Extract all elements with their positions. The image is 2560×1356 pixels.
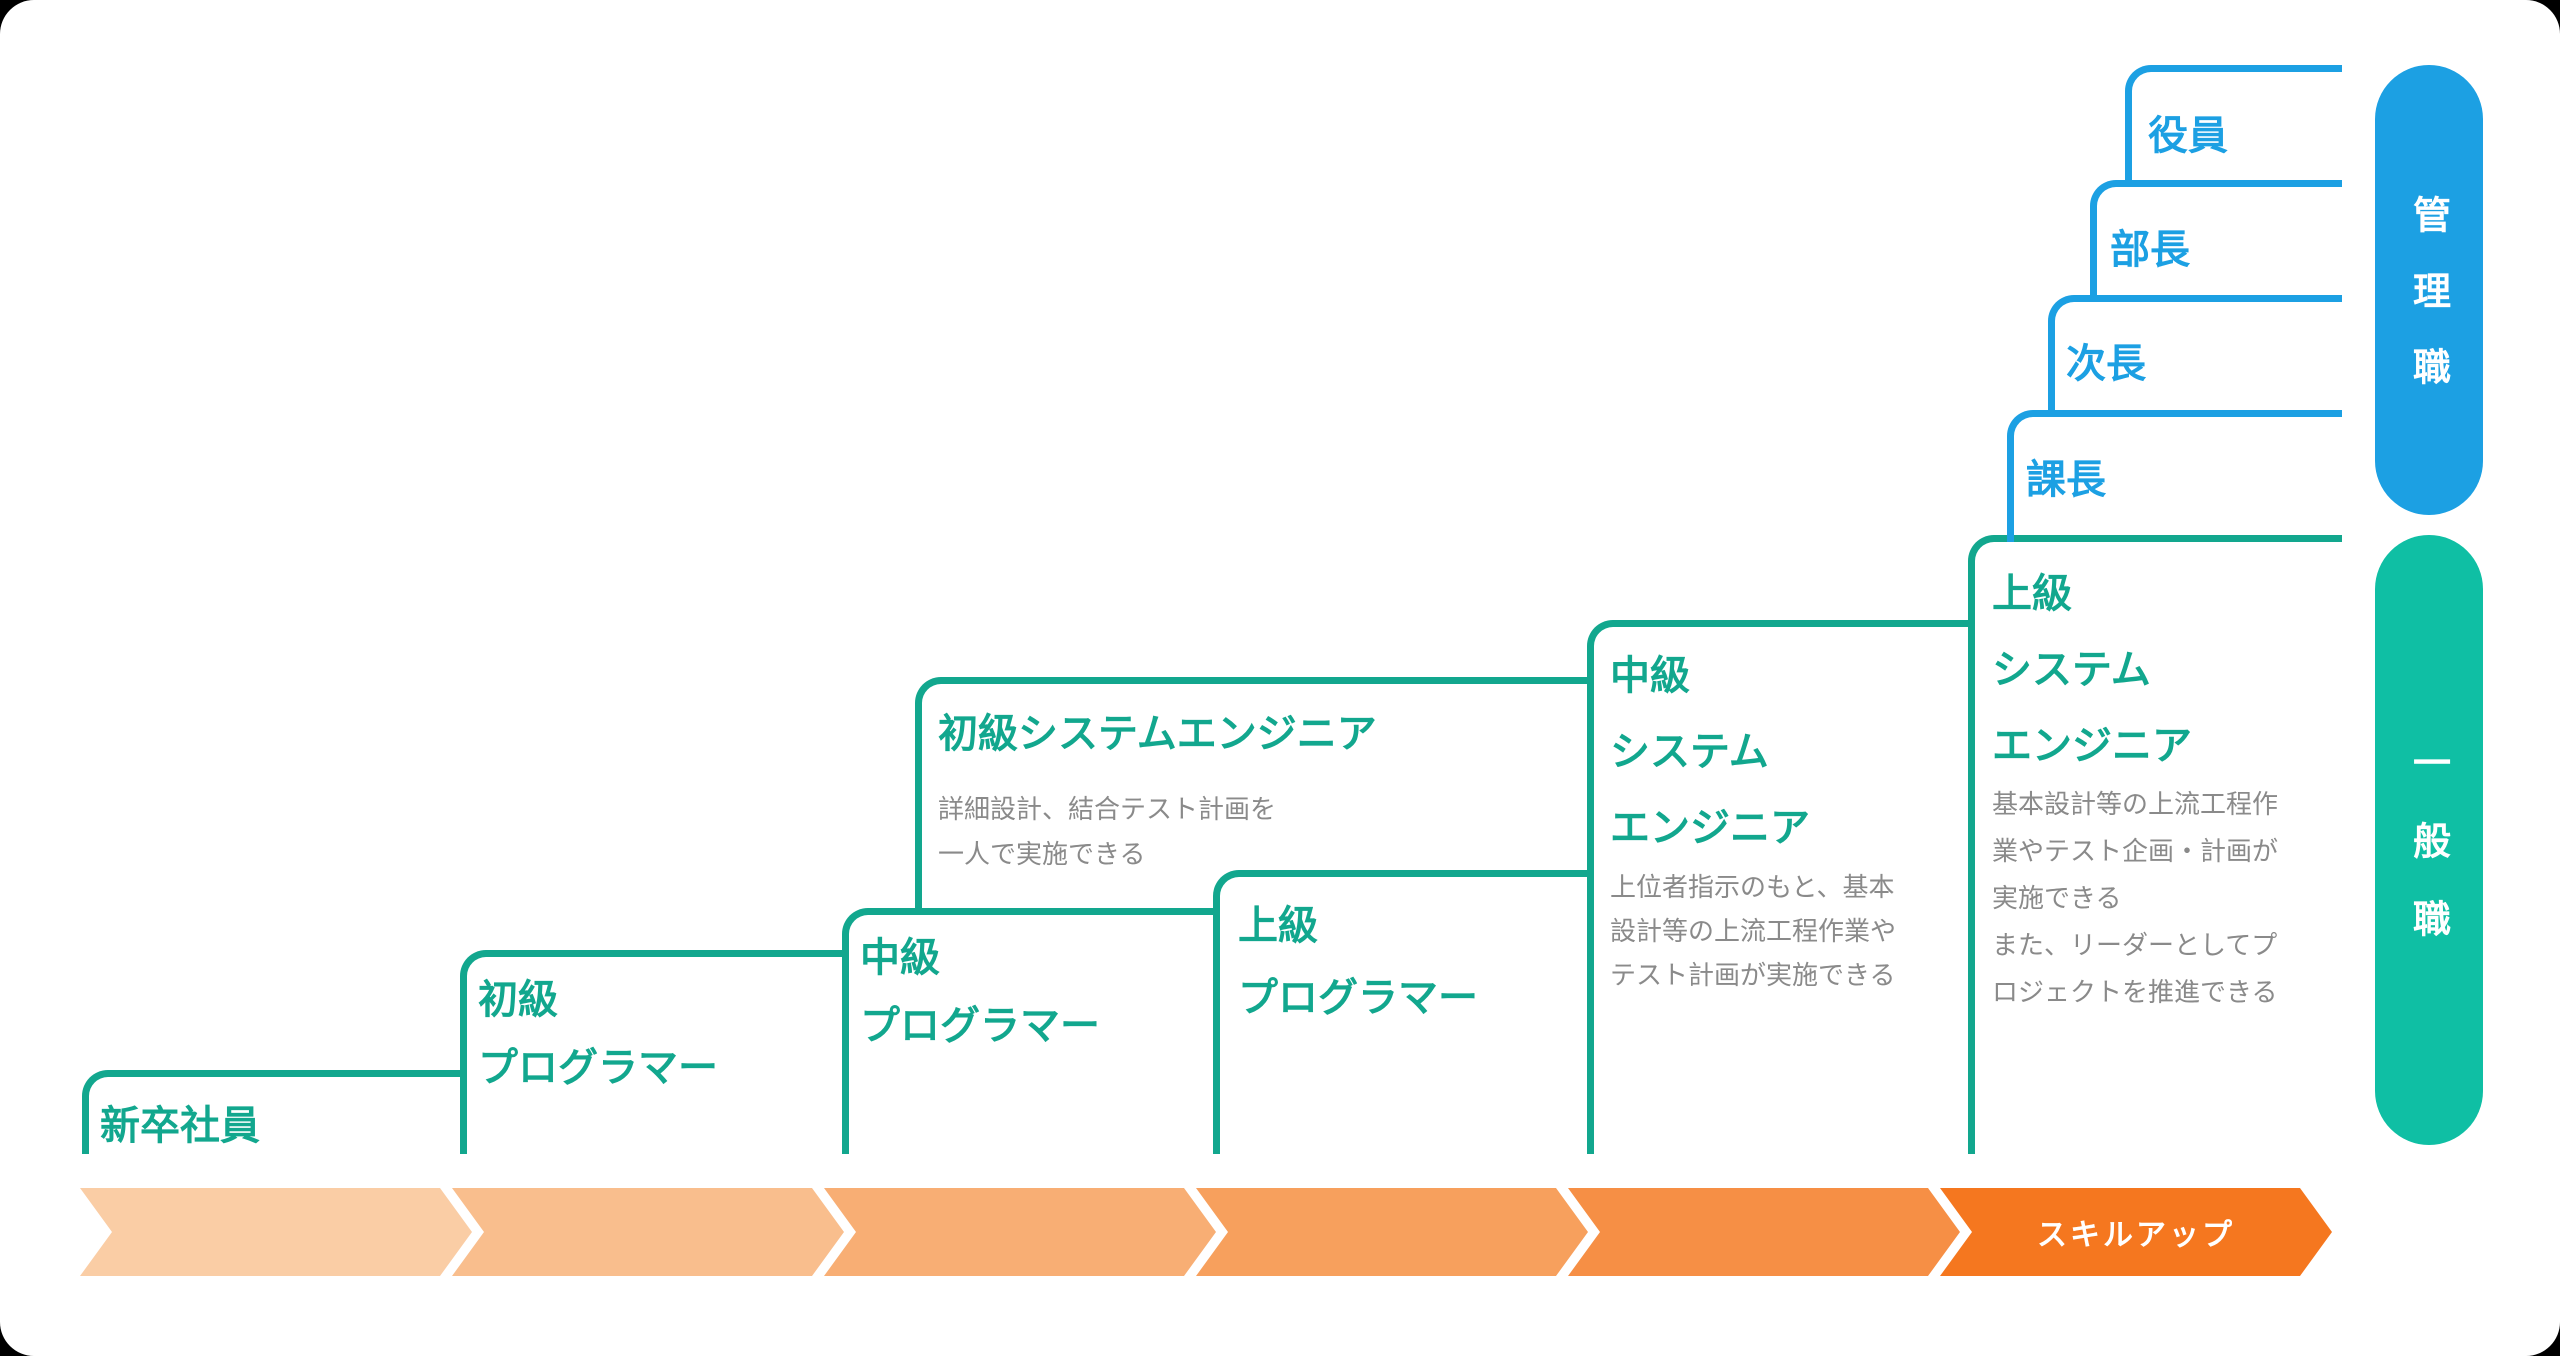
step-box-shinsotsu-shain (82, 1070, 467, 1154)
step-box-jicho (2048, 295, 2342, 417)
management-track-pill: 管理職 (2375, 65, 2483, 515)
skillup-arrow-segment-1 (80, 1188, 472, 1276)
step-desc-senior-system-engineer: 基本設計等の上流工程作 業やテスト企画・計画が 実施できる また、リーダーとして… (1992, 790, 2279, 1008)
skillup-arrow-segment-2 (452, 1188, 844, 1276)
step-box-kacho (2007, 410, 2342, 542)
general-track-label: 一般職 (2406, 743, 2451, 977)
step-title-junior-system-engineer: 初級システムエンジニア (938, 711, 1377, 757)
skillup-arrow-segment-5 (1568, 1188, 1960, 1276)
step-box-senior-system-engineer (1968, 535, 2342, 1154)
step-box-middle-programmer (842, 908, 1220, 1154)
general-track-pill: 一般職 (2375, 535, 2483, 1145)
step-title-middle-system-engineer: 中級 システム エンジニア (1610, 653, 1810, 851)
step-box-middle-system-engineer (1587, 620, 1975, 1154)
step-desc-junior-system-engineer: 詳細設計、結合テスト計画を 一人で実施できる (938, 795, 1277, 870)
skillup-arrow-segment-3 (824, 1188, 1216, 1276)
step-box-senior-programmer (1213, 870, 1594, 1154)
skillup-arrow-segment-6: スキルアップ (1940, 1188, 2332, 1276)
step-box-bucho (2090, 180, 2342, 302)
skillup-label: スキルアップ (2037, 1218, 2235, 1253)
step-title-jicho: 次長 (2066, 341, 2146, 387)
step-title-yakuin: 役員 (2148, 113, 2228, 159)
step-desc-middle-system-engineer: 上位者指示のもと、基本 設計等の上流工程作業や テスト計画が実施できる (1610, 873, 1897, 991)
step-title-bucho: 部長 (2110, 227, 2190, 273)
step-title-kacho: 課長 (2026, 457, 2106, 503)
management-track-label: 管理職 (2406, 195, 2451, 423)
step-title-shinsotsu-shain: 新卒社員 (100, 1103, 260, 1149)
step-title-junior-programmer: 初級 プログラマー (478, 977, 718, 1091)
step-box-junior-system-engineer (915, 677, 1594, 915)
step-title-senior-programmer: 上級 プログラマー (1238, 903, 1478, 1021)
step-box-junior-programmer (460, 950, 849, 1154)
step-title-senior-system-engineer: 上級 システム エンジニア (1992, 571, 2192, 769)
step-title-middle-programmer: 中級 プログラマー (860, 935, 1100, 1049)
step-box-yakuin (2125, 65, 2342, 187)
skillup-arrow-segment-4 (1196, 1188, 1588, 1276)
